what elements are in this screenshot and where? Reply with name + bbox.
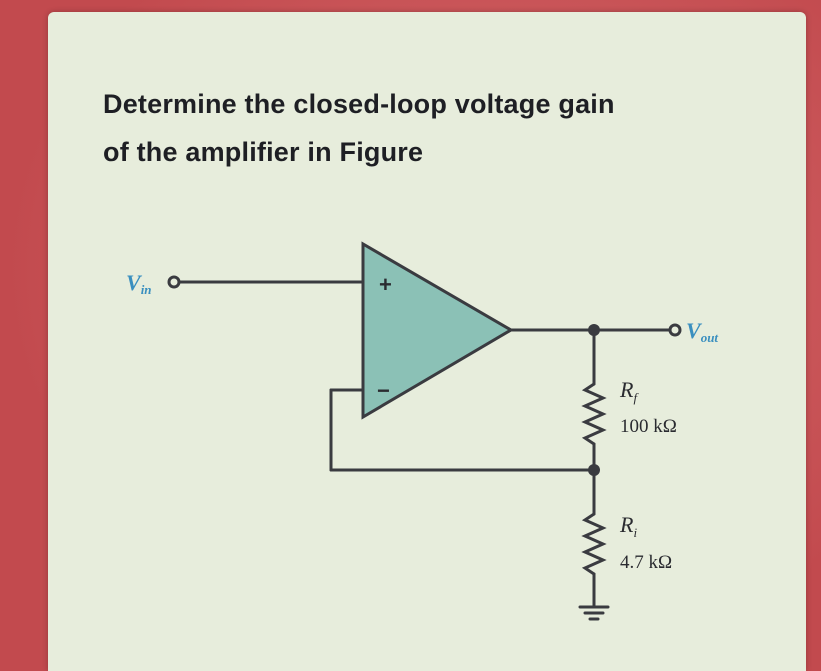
ri-resistor	[581, 512, 607, 576]
rf-resistor	[581, 382, 607, 446]
feedback-junction-dot	[588, 464, 600, 476]
ri-value-label: 4.7 kΩ	[620, 552, 672, 573]
rf-value-label: 100 kΩ	[620, 416, 677, 437]
vout-label: Vout	[686, 318, 718, 345]
question-text: Determine the closed-loop voltage gain o…	[103, 80, 763, 176]
output-junction-dot	[588, 324, 600, 336]
opamp-circuit-diagram: + − Vin Vout Rf 100 kΩ Ri 4.7 kΩ	[126, 241, 718, 621]
rf-name-label: Rf	[619, 377, 639, 405]
noninverting-sign: +	[379, 272, 392, 297]
question-card: Determine the closed-loop voltage gain o…	[48, 12, 806, 671]
inverting-sign: −	[377, 378, 390, 403]
vout-terminal	[668, 323, 682, 337]
ri-name-label: Ri	[619, 512, 637, 540]
question-line-2: of the amplifier in Figure	[103, 137, 424, 167]
question-line-1: Determine the closed-loop voltage gain	[103, 89, 615, 119]
vin-label: Vin	[126, 270, 152, 297]
opamp-triangle	[361, 241, 514, 420]
